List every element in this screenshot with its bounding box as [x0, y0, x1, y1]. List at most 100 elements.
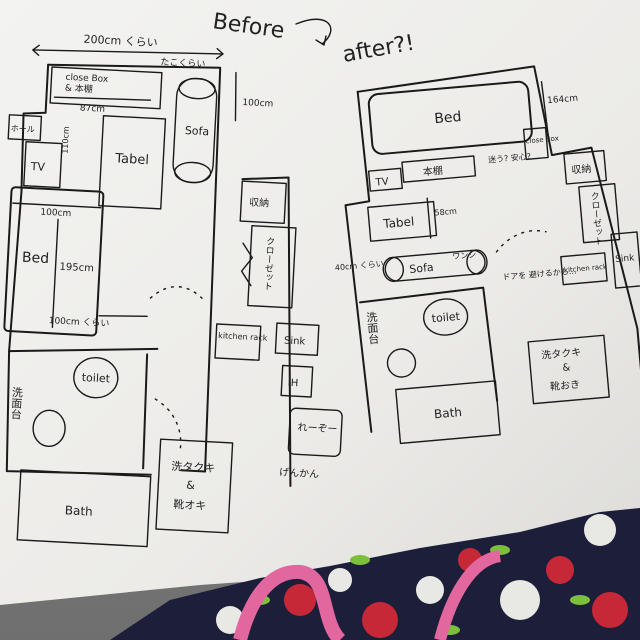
after-laundry-line2: &: [562, 362, 571, 374]
before-outer-wall-right: [47, 63, 222, 473]
before-bed-label: Bed: [22, 250, 50, 267]
before-washbasin: [32, 409, 66, 448]
before-outer-wall-left: [20, 63, 50, 193]
after-sofa-side-note: ワンシ: [452, 250, 477, 261]
before-clothes-box: [49, 66, 163, 110]
before-bed-width: 100cm: [40, 208, 71, 220]
after-bookshelf: [401, 155, 477, 183]
after-sofa-depth: 40cm くらい: [335, 259, 385, 272]
before-kitchen-label: kitchen rack: [218, 331, 268, 343]
after-sofa-armrest-right: [466, 249, 488, 275]
after-laundry-line1: 洗タクキ: [541, 346, 582, 361]
after-table-depth-line: [426, 197, 432, 239]
after-clothes-box: [522, 126, 549, 161]
before-laundry-line3: 靴オキ: [173, 497, 207, 513]
after-choice-note: 迷う? 安心?: [488, 151, 532, 165]
before-door-swing: [149, 285, 206, 302]
before-washbasin-label: 洗面台: [9, 386, 24, 420]
before-kitchen-wall: [241, 176, 292, 488]
after-sofa-label: Sofa: [409, 261, 434, 276]
width-dimension-line: [32, 49, 224, 55]
after-kitchen-rack: [560, 252, 608, 286]
before-87cm-line: [53, 96, 152, 101]
before-sink: [274, 322, 320, 356]
before-bed: [3, 186, 105, 337]
after-sink: [610, 231, 640, 289]
paper-sheet: [0, 0, 640, 605]
after-bath-label: Bath: [433, 405, 462, 421]
before-toilet-label: toilet: [81, 371, 111, 385]
after-bed: [367, 80, 533, 155]
before-shoe-box: [239, 180, 287, 225]
after-bed-depth-line: [540, 81, 549, 137]
after-outer-wall-left: [344, 90, 373, 433]
after-laundry: [527, 334, 610, 405]
before-shoe-box-label: 収納: [249, 195, 270, 209]
before-gap-arrow: [98, 315, 148, 318]
before-clothes-box-line2: & 本棚: [65, 82, 93, 95]
before-closet: [247, 224, 297, 309]
before-sofa-depth-line: [234, 71, 237, 122]
before-laundry-line2: &: [186, 479, 196, 492]
after-toilet-label: toilet: [431, 310, 461, 325]
before-laundry-line1: 洗タクキ: [171, 460, 216, 475]
before-tv-label: TV: [29, 160, 45, 174]
after-laundry-line3: 靴おき: [550, 378, 581, 394]
before-bed-length: 195cm: [59, 262, 94, 275]
before-bed-width-line: [12, 202, 102, 209]
after-toilet: [422, 298, 469, 336]
before-sofa-armrest-top: [178, 77, 216, 100]
after-tv-label: TV: [374, 176, 389, 188]
floral-fabric: [110, 508, 640, 640]
before-sofa-label: Sofa: [185, 124, 210, 138]
before-depth-note: 110cm: [61, 126, 71, 154]
after-bookshelf-label: 本棚: [422, 164, 443, 179]
after-sink-label: Sink: [615, 253, 636, 265]
before-middle-width: 87cm: [80, 104, 106, 115]
before-closet-door-zigzag: [240, 242, 254, 287]
after-tv: [367, 167, 403, 192]
after-clothes-box-label: close Box: [525, 134, 559, 145]
arrowheads-icon: [32, 44, 224, 60]
before-bed-gap: 100cm くらい: [48, 315, 109, 329]
before-toilet: [73, 356, 119, 399]
after-washbasin: [386, 348, 417, 378]
before-shelf-label: ホール: [11, 124, 35, 134]
before-table: [98, 115, 167, 210]
curved-arrow-icon: [295, 18, 332, 46]
after-washroom-walls: [359, 286, 499, 402]
after-bed-label: Bed: [434, 109, 462, 127]
before-ih-stove: [280, 364, 314, 398]
before-fridge: [287, 407, 343, 457]
after-shoe-box: [563, 149, 608, 185]
after-shoe-box-label: 収納: [571, 162, 592, 177]
before-entrance-label: げんかん: [279, 466, 320, 480]
after-bed-depth: 164cm: [547, 94, 579, 107]
after-table-depth: 58cm: [434, 207, 457, 218]
before-sink-label: Sink: [284, 336, 306, 348]
before-clothes-box-line1: close Box: [65, 73, 109, 85]
before-ih-label: IH: [288, 378, 299, 390]
after-bath: [395, 380, 501, 445]
before-tv-stand: [23, 141, 63, 189]
after-sofa: [384, 249, 486, 282]
before-washroom-divider: [142, 353, 149, 470]
before-bed-length-line: [51, 218, 59, 329]
before-bath: [16, 469, 152, 548]
before-kitchen-rack: [214, 323, 262, 361]
before-shelf: [7, 114, 43, 142]
before-bath-label: Bath: [64, 503, 93, 518]
after-table-label: Tabel: [382, 214, 415, 231]
after-sofa-armrest-left: [382, 256, 404, 283]
before-fridge-label: れーぞー: [297, 421, 338, 435]
before-sofa-armrest-bottom: [174, 161, 212, 184]
after-table: [367, 200, 438, 242]
after-closet: [578, 183, 621, 244]
after-kitchen-label: kitchen rack: [564, 263, 609, 275]
after-washbasin-label: 洗面台: [364, 311, 380, 345]
before-closet-label: クローゼット: [262, 236, 275, 291]
before-width-note: 200cm くらい: [83, 33, 158, 50]
before-couch-note: たこくらい: [160, 57, 206, 70]
